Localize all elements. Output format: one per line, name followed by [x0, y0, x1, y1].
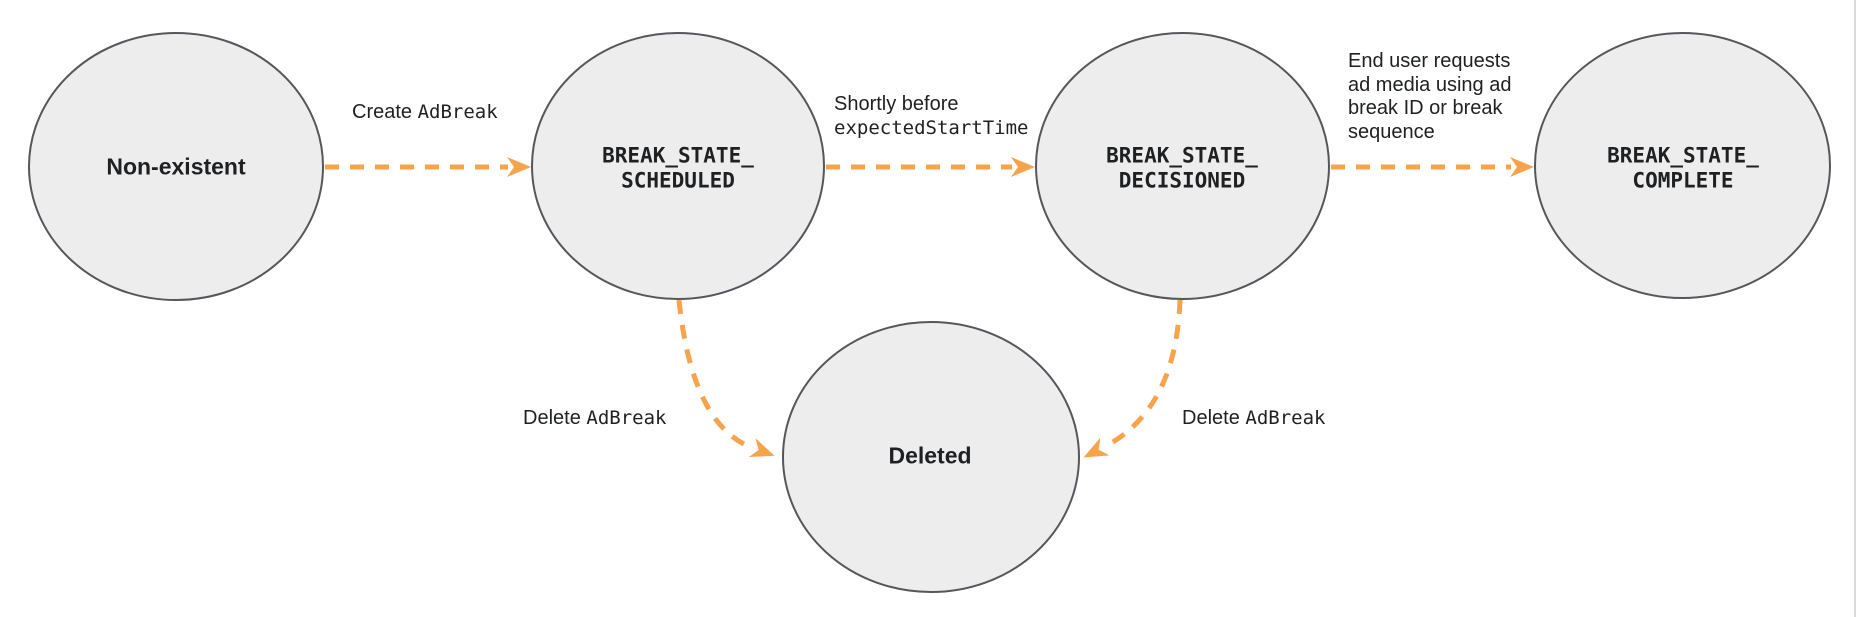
label-text-line: sequence: [1348, 120, 1435, 143]
node-label-line: DECISIONED: [1118, 168, 1246, 192]
state-node-break-state-decisioned: [1035, 32, 1330, 300]
transition-label-shortly-before: Shortly before expectedStartTime: [834, 93, 1028, 140]
node-label-non-existent: Non-existent: [106, 153, 246, 180]
state-node-non-existent: [28, 32, 324, 301]
label-text-line: ad media using ad: [1348, 73, 1512, 96]
transition-label-delete-adbreak-left: Delete AdBreak: [523, 407, 666, 431]
page-right-border: [1854, 0, 1856, 617]
label-text: Shortly before: [834, 93, 959, 115]
label-text: Delete: [523, 407, 581, 429]
node-label-break-state-complete: BREAK_STATE_ COMPLETE: [1607, 144, 1759, 193]
transition-arrow-delete-adbreak-right: [1083, 299, 1183, 458]
state-node-break-state-scheduled: [531, 32, 825, 300]
transition-label-create-adbreak: Create AdBreak: [352, 101, 498, 125]
label-text: Delete: [1182, 407, 1240, 429]
transition-label-delete-adbreak-right: Delete AdBreak: [1182, 407, 1325, 431]
state-node-deleted: [782, 321, 1080, 593]
node-label-deleted: Deleted: [888, 442, 972, 469]
label-text-line: End user requests: [1348, 50, 1511, 72]
label-code-text: expectedStartTime: [834, 116, 1029, 139]
node-label-line: BREAK_STATE_: [1106, 143, 1258, 168]
transition-label-end-user-requests: End user requests ad media using ad brea…: [1348, 50, 1511, 144]
state-node-break-state-complete: [1534, 32, 1831, 299]
node-label-line: BREAK_STATE_: [1607, 143, 1759, 168]
label-text-line: break ID or break: [1348, 97, 1503, 119]
node-label-line: SCHEDULED: [621, 168, 735, 192]
label-code-text: AdBreak: [586, 407, 667, 429]
node-label-line: COMPLETE: [1632, 168, 1734, 192]
label-code-text: AdBreak: [417, 101, 498, 123]
label-code-text: AdBreak: [1245, 407, 1326, 429]
transition-arrow-delete-adbreak-left: [676, 299, 775, 458]
node-label-break-state-scheduled: BREAK_STATE_ SCHEDULED: [602, 144, 754, 193]
node-label-line: BREAK_STATE_: [602, 143, 754, 168]
label-text: Create: [352, 101, 413, 123]
node-label-break-state-decisioned: BREAK_STATE_ DECISIONED: [1106, 144, 1258, 193]
